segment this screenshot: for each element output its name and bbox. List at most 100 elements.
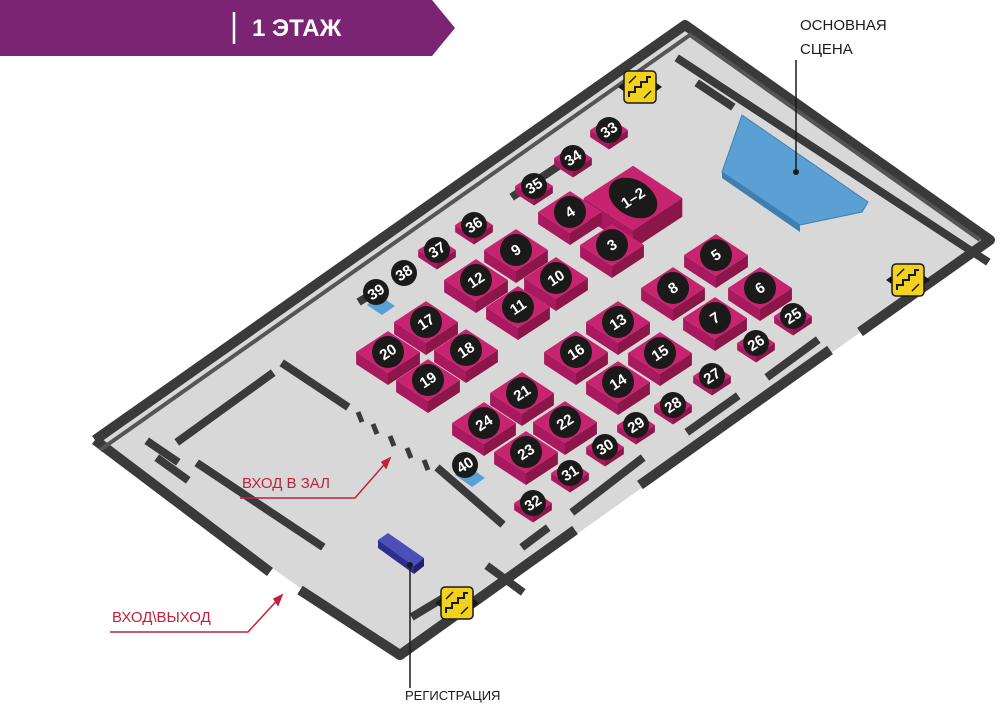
booth-face [428,380,460,413]
booth-6[interactable]: 6 [728,267,792,321]
booth-face [586,447,605,467]
registration-desk[interactable] [378,533,424,574]
booth-badge [506,377,538,409]
booth-19[interactable]: 19 [396,359,460,413]
wall-top-shade [98,32,982,452]
booth-face [437,250,456,270]
booth-40[interactable]: 40 [452,452,478,478]
booth-face [418,250,437,270]
booth-28[interactable]: 28 [654,392,692,425]
booth-31[interactable]: 31 [551,460,589,493]
booth-number: 11 [507,296,530,319]
stairs-icon [435,586,479,620]
booth-4[interactable]: 4 [538,191,602,245]
booth-face [633,198,683,249]
booth-22[interactable]: 22 [533,401,597,455]
booth-11[interactable]: 11 [486,286,550,340]
booth-face [466,350,498,383]
booth-23[interactable]: 23 [494,431,558,485]
booth-27[interactable]: 27 [693,363,731,396]
booth-face [793,316,812,336]
booth-7[interactable]: 7 [683,297,747,351]
booth-face [673,405,692,425]
booth-badge [424,237,450,263]
booth-25[interactable]: 25 [774,303,812,336]
booth-33[interactable]: 33 [590,117,628,150]
booth-badge [372,336,404,368]
booth-24[interactable]: 24 [452,402,516,456]
booth-number: 32 [522,492,545,515]
booth-number: 15 [649,342,672,365]
booth-10[interactable]: 10 [524,257,588,311]
booth-30[interactable]: 30 [586,434,624,467]
booth-9[interactable]: 9 [484,229,548,283]
booth-14[interactable]: 14 [586,361,650,415]
booth-badge [660,392,686,418]
booth-badge [461,212,487,238]
booth-face [426,322,458,355]
booth-face [356,352,388,385]
booth-35[interactable]: 35 [515,173,553,206]
booth-badge [743,330,769,356]
booth-badge [560,336,592,368]
booth-badge [623,412,649,438]
booth-face [756,343,775,363]
booth-face [612,245,644,278]
booth-face [636,425,655,445]
annotation-lines [110,60,799,688]
booth-face [533,503,552,523]
booth-badge [363,279,389,305]
booth-face [565,422,597,455]
booth-26[interactable]: 26 [737,330,775,363]
booth-face [618,382,650,415]
floor-title: 1 ЭТАЖ [252,15,342,42]
booth-badge [596,117,622,143]
booth-5[interactable]: 5 [684,234,748,288]
booth-number: 16 [565,341,588,364]
booth-face [605,447,624,467]
booth-badge [500,234,532,266]
booth-face [580,245,612,278]
booth-20[interactable]: 20 [356,331,420,385]
booth-number: 23 [515,441,538,464]
booth-badge [557,460,583,486]
booth-37[interactable]: 37 [418,237,456,270]
booth-15[interactable]: 15 [628,332,692,386]
booth-29[interactable]: 29 [617,412,655,445]
booth-face [554,158,573,178]
booth-number: 26 [745,332,768,355]
booth-13[interactable]: 13 [586,301,650,355]
booth-face [526,452,558,485]
booth-17[interactable]: 17 [394,301,458,355]
booth-badge [510,436,542,468]
booth-face [586,382,618,415]
booth-number: 17 [415,311,438,334]
booth-badge [468,407,500,439]
booth-38[interactable]: 38 [391,260,417,286]
booth-number: 27 [701,365,724,388]
booth-face [486,307,518,340]
booth-18[interactable]: 18 [434,329,498,383]
booth-face [654,405,673,425]
booth-face [452,423,484,456]
booth-36[interactable]: 36 [455,212,493,245]
booth-number: 29 [625,414,648,437]
booth-32[interactable]: 32 [514,490,552,523]
booth-face [484,250,516,283]
booth-34[interactable]: 34 [554,145,592,178]
booth-21[interactable]: 21 [490,372,554,426]
booth-face [388,352,420,385]
booth-8[interactable]: 8 [641,267,705,321]
booth-39[interactable]: 39 [363,279,389,305]
booth-face [516,250,548,283]
booth-16[interactable]: 16 [544,331,608,385]
booth-badge [780,303,806,329]
booth-1-2[interactable]: 1–2 [583,165,683,249]
booth-face [394,322,426,355]
booth-3[interactable]: 3 [580,224,644,278]
booth-badge [549,406,581,438]
booth-face [515,186,534,206]
booth-12[interactable]: 12 [444,259,508,313]
